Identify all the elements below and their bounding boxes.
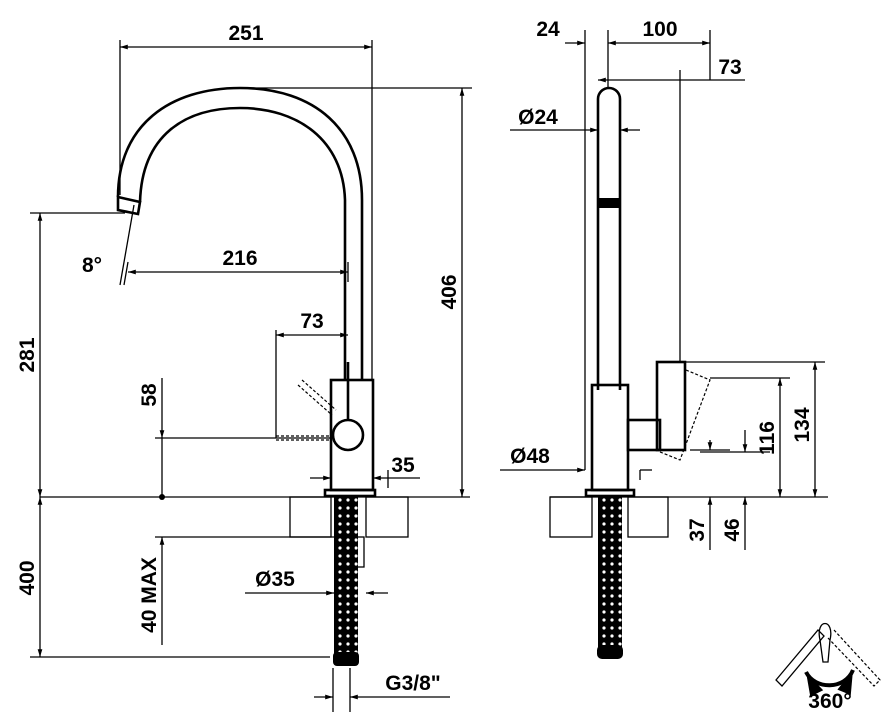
dim-400: 400 — [16, 560, 39, 595]
dim-406: 406 — [438, 274, 461, 309]
lever-alt-position — [659, 369, 711, 461]
hose-connector — [333, 652, 359, 666]
dim-46: 46 — [721, 518, 744, 541]
side-view: 24 100 73 Ø24 Ø48 116 134 37 46 — [500, 18, 828, 659]
countertop-hatch-right — [627, 496, 669, 538]
spout-outer — [116, 86, 364, 380]
rotation-label: 360° — [808, 690, 851, 713]
spout-pipe — [596, 86, 622, 390]
countertop-hatch-left — [549, 496, 593, 538]
dim-g38: G3/8" — [385, 672, 440, 695]
body-side — [590, 383, 630, 492]
dim-281: 281 — [16, 337, 39, 372]
body — [329, 378, 375, 492]
lever-handle — [655, 360, 687, 452]
dim-73-side: 73 — [718, 56, 741, 79]
dim-24: 24 — [536, 18, 560, 41]
dim-251: 251 — [228, 22, 263, 45]
lever-alt-position — [276, 379, 337, 441]
dim-35-body: 35 — [391, 454, 415, 477]
fixing-rod — [353, 536, 365, 568]
front-view: 251 216 8° 73 58 281 406 35 400 40 MAX Ø… — [16, 22, 472, 712]
dim-8deg: 8° — [82, 254, 102, 277]
dim-216: 216 — [222, 247, 257, 270]
dim-73-front: 73 — [300, 310, 323, 333]
dim-100: 100 — [642, 18, 677, 41]
supply-hose — [334, 497, 358, 655]
dim-diameter-48: Ø48 — [510, 445, 550, 468]
lever-knob — [331, 418, 365, 452]
dim-116: 116 — [756, 421, 779, 455]
base-plate — [323, 488, 377, 498]
dim-diameter-24: Ø24 — [518, 106, 558, 129]
supply-hose — [598, 497, 622, 647]
dim-37: 37 — [686, 518, 709, 541]
dim-134: 134 — [791, 407, 814, 442]
countertop-hatch-left — [289, 496, 332, 538]
spout-tip — [116, 195, 142, 216]
dim-diameter-35: Ø35 — [255, 568, 295, 591]
dim-58: 58 — [138, 383, 161, 407]
countertop-hatch-right — [365, 496, 409, 538]
lever-neck — [626, 418, 662, 452]
spout-inner — [138, 106, 347, 380]
dim-40-max: 40 MAX — [138, 557, 161, 633]
rotation-360-icon: 360° — [775, 623, 881, 713]
